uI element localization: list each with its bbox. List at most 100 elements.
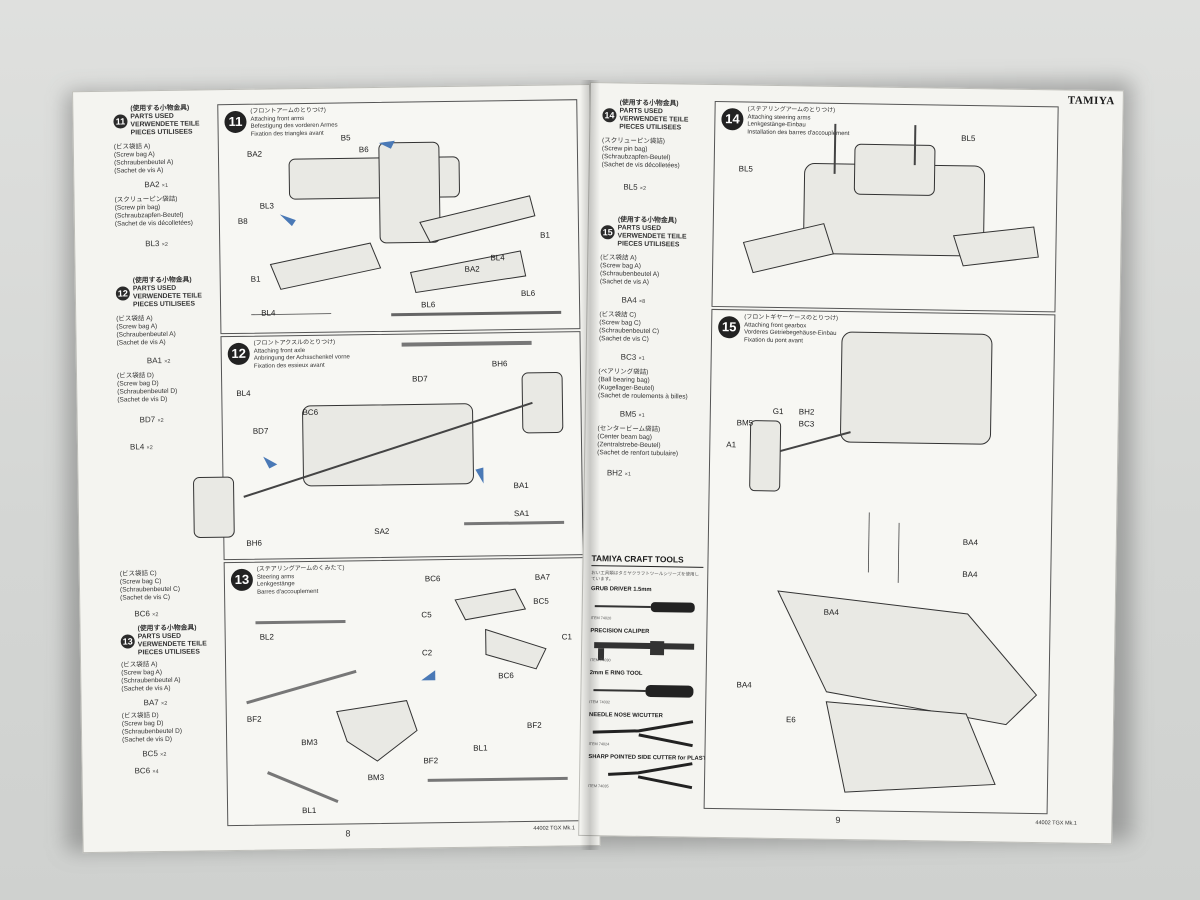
label-c1: C1 xyxy=(561,632,573,642)
label-b5: B5 xyxy=(340,133,351,143)
pliers-icon xyxy=(592,720,694,748)
label-bm5: BM5 xyxy=(736,418,754,428)
s11-screw-pin-bag: (スクリューピン袋詰) (Screw pin bag) (Schraubzapf… xyxy=(115,195,225,229)
part-bc6-b: BC6 ×4 xyxy=(134,766,159,776)
label-bl1: BL1 xyxy=(473,743,488,753)
label-bl4: BL4 xyxy=(236,388,251,398)
s12-screw-bag: (ビス袋詰 A)(Screw bag A)(Schraubenbeutel A)… xyxy=(116,315,176,347)
label-bl6: BL6 xyxy=(421,300,436,310)
label-bh2: BH2 xyxy=(798,407,815,417)
label-a1: A1 xyxy=(726,440,737,450)
label-c5: C5 xyxy=(421,610,432,620)
step-13-marker: 13 xyxy=(120,634,135,649)
label-ba4-d: BA4 xyxy=(736,680,752,690)
step-15-drawing xyxy=(749,331,1038,793)
label-g1: G1 xyxy=(772,406,784,417)
label-sa2: SA2 xyxy=(374,526,390,537)
right-page-number: 9 xyxy=(835,814,841,826)
tool-side-cutter: SHARP POINTED SIDE CUTTER for PLASTIC IT… xyxy=(588,754,712,796)
part-bl3: BL3 ×2 xyxy=(145,239,168,249)
bag-line: (Sachet de vis décolletées) xyxy=(114,219,193,228)
label-bd7-b: BD7 xyxy=(252,426,269,436)
label-bl4: BL4 xyxy=(490,253,505,263)
label-ba4-c: BA4 xyxy=(823,607,839,617)
label-bm3-b: BM3 xyxy=(367,772,385,783)
label-bf2: BF2 xyxy=(246,714,262,724)
part-ba1: BA1 ×2 xyxy=(146,356,171,366)
part-ba7: BA7 ×2 xyxy=(143,698,168,708)
label-bc3: BC3 xyxy=(798,419,815,429)
step-11-marker: 11 xyxy=(113,114,128,129)
label-b6: B6 xyxy=(358,145,369,155)
s12-screw-bag-d: (ビス袋詰 D)(Screw bag D)(Schraubenbeutel D)… xyxy=(116,372,178,404)
s15-bearing-bag: (ベアリング袋詰)(Ball bearing bag)(Kugellager-B… xyxy=(598,368,688,401)
s13-screw-bag-a: (ビス袋詰 A)(Screw bag A)(Schraubenbeutel A)… xyxy=(121,661,181,693)
label-b1-b: B1 xyxy=(540,230,550,240)
left-page-number: 8 xyxy=(345,828,351,839)
caliper-icon xyxy=(594,641,695,661)
label-c2: C2 xyxy=(421,648,433,658)
part-bm5: BM5 ×1 xyxy=(619,409,645,419)
part-bc6: BC6 ×2 xyxy=(134,609,159,619)
parts-header-jp: (使用する小物金具) xyxy=(130,104,190,113)
tamiya-logo: TAMIYA xyxy=(1067,94,1115,108)
label-e6: E6 xyxy=(785,715,796,725)
part-bh2: BH2 ×1 xyxy=(606,468,631,478)
label-bl6-b: BL6 xyxy=(520,288,536,298)
label-bh6-b: BH6 xyxy=(246,538,263,548)
step-15-marker: 15 xyxy=(600,225,615,240)
label-ba7: BA7 xyxy=(534,572,551,582)
part-bc3: BC3 ×1 xyxy=(620,352,645,362)
label-bf2-b: BF2 xyxy=(526,720,542,730)
step-14-panel: 14 (ステアリングアームのとりつけ)Attaching steering ar… xyxy=(711,100,1059,313)
right-kit-code: 44002 TGX Mk.1 xyxy=(1035,820,1077,827)
label-bc6: BC6 xyxy=(302,407,319,418)
label-bl4-b: BL4 xyxy=(261,308,276,318)
left-kit-code: 44002 TGX Mk.1 xyxy=(533,825,575,832)
label-sa1: SA1 xyxy=(513,508,530,519)
part-bc5: BC5 ×2 xyxy=(142,749,167,759)
part-ba2: BA2 ×1 xyxy=(144,180,169,190)
step-11-drawing xyxy=(251,140,562,317)
label-ba4: BA4 xyxy=(962,537,979,548)
craft-tools-box: TAMIYA CRAFT TOOLS おい工具類はタミヤクラフトツールシリーズを… xyxy=(588,553,712,798)
tool-needle-nose: NEEDLE NOSE W/CUTTER ITEM 74024 xyxy=(588,712,701,754)
label-b8: B8 xyxy=(237,216,248,226)
label-ba1: BA1 xyxy=(513,480,529,491)
step-12-marker: 12 xyxy=(115,286,130,301)
part-ba4: BA4 ×8 xyxy=(621,295,646,305)
parts-used-en: PARTS USED xyxy=(130,112,174,121)
label-bl5-b: BL5 xyxy=(738,164,753,174)
parts-used-de: VERWENDETE TEILE xyxy=(130,120,200,129)
label-ba4-b: BA4 xyxy=(962,569,978,580)
tool-precision-caliper: PRECISION CALIPER ITEM 74030 xyxy=(590,628,703,670)
s15-screw-bag-c: (ビス袋詰 C)(Screw bag C)(Schraubenbeutel C)… xyxy=(598,311,660,343)
part-bl5: BL5 ×2 xyxy=(623,182,647,192)
label-bm3: BM3 xyxy=(301,737,318,748)
craft-tools-note: おい工具類はタミヤクラフトツールシリーズを使用しています。 xyxy=(591,570,700,582)
tool-grub-driver: GRUB DRIVER 1.5mm ITEM 74020 xyxy=(590,586,703,628)
label-ba2: BA2 xyxy=(246,149,263,159)
s15-screw-bag: (ビス袋詰 A)(Screw bag A)(Schraubenbeutel A)… xyxy=(599,254,660,286)
s14-screw-pin-bag: (スクリューピン袋詰)(Screw pin bag)(Schraubzapfen… xyxy=(601,137,680,170)
screwdriver-icon xyxy=(594,602,695,613)
s11-screw-bag: (ビス袋詰 A) (Screw bag A) (Schraubenbeutel … xyxy=(114,142,224,176)
label-b1: B1 xyxy=(250,274,261,284)
label-bd7: BD7 xyxy=(412,374,428,384)
label-bc6: BC6 xyxy=(424,574,441,584)
s13-screw-bag-c: (ビス袋詰 C)(Screw bag C)(Schraubenbeutel C)… xyxy=(119,570,181,602)
craft-tools-title: TAMIYA CRAFT TOOLS xyxy=(591,553,704,568)
label-bl3: BL3 xyxy=(259,201,274,211)
label-bf2-c: BF2 xyxy=(423,756,439,766)
s13-screw-bag-d: (ビス袋詰 D)(Screw bag D)(Schraubenbeutel D)… xyxy=(121,712,183,744)
